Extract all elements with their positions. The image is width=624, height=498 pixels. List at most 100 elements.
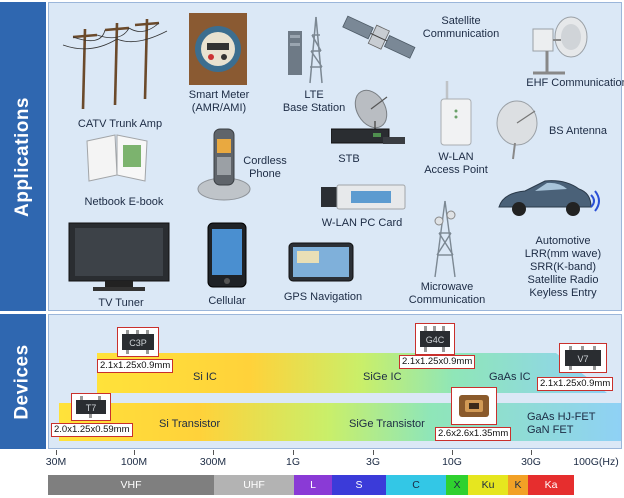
axis-tick-30m bbox=[56, 450, 57, 455]
t7-marking: T7 bbox=[86, 403, 97, 413]
g4c-size-label: 2.1x1.25x0.9mm bbox=[399, 355, 476, 369]
sige-transistor-label: SiGe Transistor bbox=[349, 418, 425, 430]
applications-section-label: Applications bbox=[0, 2, 46, 311]
axis-unit-label: (Hz) bbox=[598, 456, 619, 468]
axis-label-10g: 10G bbox=[442, 456, 462, 468]
v7-package-image: V7 bbox=[559, 343, 607, 373]
axis-label-3g: 3G bbox=[365, 456, 381, 468]
axis-label-30g: 30G bbox=[521, 456, 541, 468]
band-ku: Ku bbox=[468, 475, 508, 495]
netbook-ebook-label: Netbook E-book bbox=[84, 196, 164, 208]
transistor-chip-icon: T7 bbox=[76, 396, 106, 418]
axis-label-1g: 1G bbox=[285, 456, 301, 468]
pc-card-icon bbox=[321, 184, 406, 210]
axis-tick-10g bbox=[452, 450, 453, 455]
axis-tick-100m bbox=[134, 450, 135, 455]
c3p-size-label: 2.1x1.25x0.9mm bbox=[97, 359, 174, 373]
axis-tick-30g bbox=[531, 450, 532, 455]
bs-antenna-icon bbox=[496, 100, 538, 160]
axis-label-30m: 30M bbox=[45, 456, 67, 468]
axis-label-100g: 100G(Hz) bbox=[573, 456, 619, 468]
c3p-marking: C3P bbox=[129, 338, 147, 348]
gps-navigation-label: GPS Navigation bbox=[283, 291, 363, 303]
band-ku-label: Ku bbox=[481, 479, 495, 491]
tv-icon bbox=[68, 222, 170, 291]
ic-band bbox=[97, 353, 607, 393]
netbook-icon bbox=[86, 134, 148, 182]
band-s-label: S bbox=[355, 479, 363, 491]
si-transistor-label: Si Transistor bbox=[159, 418, 221, 430]
ic-chip-icon: V7 bbox=[565, 346, 601, 370]
band-x-label: X bbox=[453, 479, 461, 491]
v7-size-label: 2.1x1.25x0.9mm bbox=[537, 377, 614, 391]
cordless-phone-label: Cordless Phone bbox=[243, 155, 287, 180]
gaas-fet-label: GaAs HJ-FET GaN FET bbox=[527, 411, 596, 436]
tv-tuner-label: TV Tuner bbox=[98, 297, 144, 309]
band-c: C bbox=[386, 475, 446, 495]
smart-meter-label: Smart Meter (AMR/AMI) bbox=[188, 89, 250, 114]
cordless-phone-icon bbox=[197, 128, 251, 201]
band-k-label: K bbox=[514, 479, 522, 491]
ehf-communication-label: EHF Communication bbox=[526, 77, 624, 89]
ic-chip-icon: G4C bbox=[420, 326, 450, 352]
wlan-access-point-label: W-LAN Access Point bbox=[424, 151, 488, 176]
devices-panel: Si IC SiGe IC GaAs IC Si Transistor SiGe… bbox=[48, 314, 622, 449]
catv-trunk-amp-label: CATV Trunk Amp bbox=[77, 118, 163, 130]
band-vhf-label: VHF bbox=[120, 479, 142, 491]
axis-label-100m: 100M bbox=[120, 456, 148, 468]
band-uhf: UHF bbox=[214, 475, 294, 495]
cellular-label: Cellular bbox=[208, 295, 246, 307]
axis-label-300m: 300M bbox=[199, 456, 227, 468]
applications-label-text: Applications bbox=[12, 96, 34, 217]
band-x: X bbox=[446, 475, 468, 495]
band-ka: Ka bbox=[528, 475, 574, 495]
g4c-marking: G4C bbox=[426, 335, 445, 345]
gaas-ic-label: GaAs IC bbox=[489, 371, 531, 383]
axis-tick-300m bbox=[213, 450, 214, 455]
band-l: L bbox=[294, 475, 332, 495]
ic-chip-icon: C3P bbox=[122, 330, 154, 354]
band-vhf: VHF bbox=[48, 475, 214, 495]
base-station-icon bbox=[288, 16, 323, 84]
si-ic-label: Si IC bbox=[193, 371, 217, 383]
microwave-tower-icon bbox=[434, 200, 456, 278]
devices-label-text: Devices bbox=[12, 343, 33, 420]
band-l-label: L bbox=[310, 479, 316, 491]
axis-tick-3g bbox=[373, 450, 374, 455]
frequency-band-strip: VHF UHF L S C X Ku K Ka bbox=[48, 475, 574, 495]
ehf-antenna-icon bbox=[532, 16, 588, 75]
lte-base-station-label: LTE Base Station bbox=[282, 89, 346, 114]
axis-tick-1g bbox=[293, 450, 294, 455]
applications-panel: CATV Trunk Amp Smart Meter (AMR/AMI) LTE… bbox=[48, 2, 624, 311]
sige-ic-label: SiGe IC bbox=[363, 371, 402, 383]
band-uhf-label: UHF bbox=[243, 479, 265, 491]
automotive-label: Automotive LRR(mm wave) SRR(K-band) Sate… bbox=[524, 235, 602, 299]
car-icon bbox=[498, 180, 600, 216]
ceramic-package-icon bbox=[459, 395, 489, 417]
utility-pole-icon bbox=[62, 18, 168, 110]
stb-label: STB bbox=[338, 153, 360, 165]
cellphone-icon bbox=[207, 222, 247, 288]
ceramic-size-label: 2.6x2.6x1.35mm bbox=[435, 427, 512, 441]
c3p-package-image: C3P bbox=[117, 327, 159, 357]
devices-section-label: Devices bbox=[0, 314, 46, 449]
smart-meter-icon bbox=[189, 13, 247, 85]
router-icon bbox=[440, 81, 472, 146]
axis-label-100g-value: 100G bbox=[573, 456, 599, 468]
t7-size-label: 2.0x1.25x0.59mm bbox=[51, 423, 133, 437]
satellite-dish-icon bbox=[331, 89, 405, 144]
transistor-band bbox=[59, 403, 621, 441]
v7-marking: V7 bbox=[577, 354, 588, 364]
g4c-package-image: G4C bbox=[415, 323, 455, 355]
t7-package-image: T7 bbox=[71, 393, 111, 421]
microwave-communication-label: Microwave Communication bbox=[408, 281, 486, 306]
band-k: K bbox=[508, 475, 528, 495]
satellite-icon bbox=[342, 15, 416, 59]
band-ka-label: Ka bbox=[544, 479, 558, 491]
satellite-communication-label: Satellite Communication bbox=[422, 15, 500, 40]
ceramic-package-image bbox=[451, 387, 497, 425]
band-s: S bbox=[332, 475, 386, 495]
gps-device-icon bbox=[288, 242, 354, 282]
band-c-label: C bbox=[412, 479, 420, 491]
bs-antenna-label: BS Antenna bbox=[548, 125, 608, 137]
